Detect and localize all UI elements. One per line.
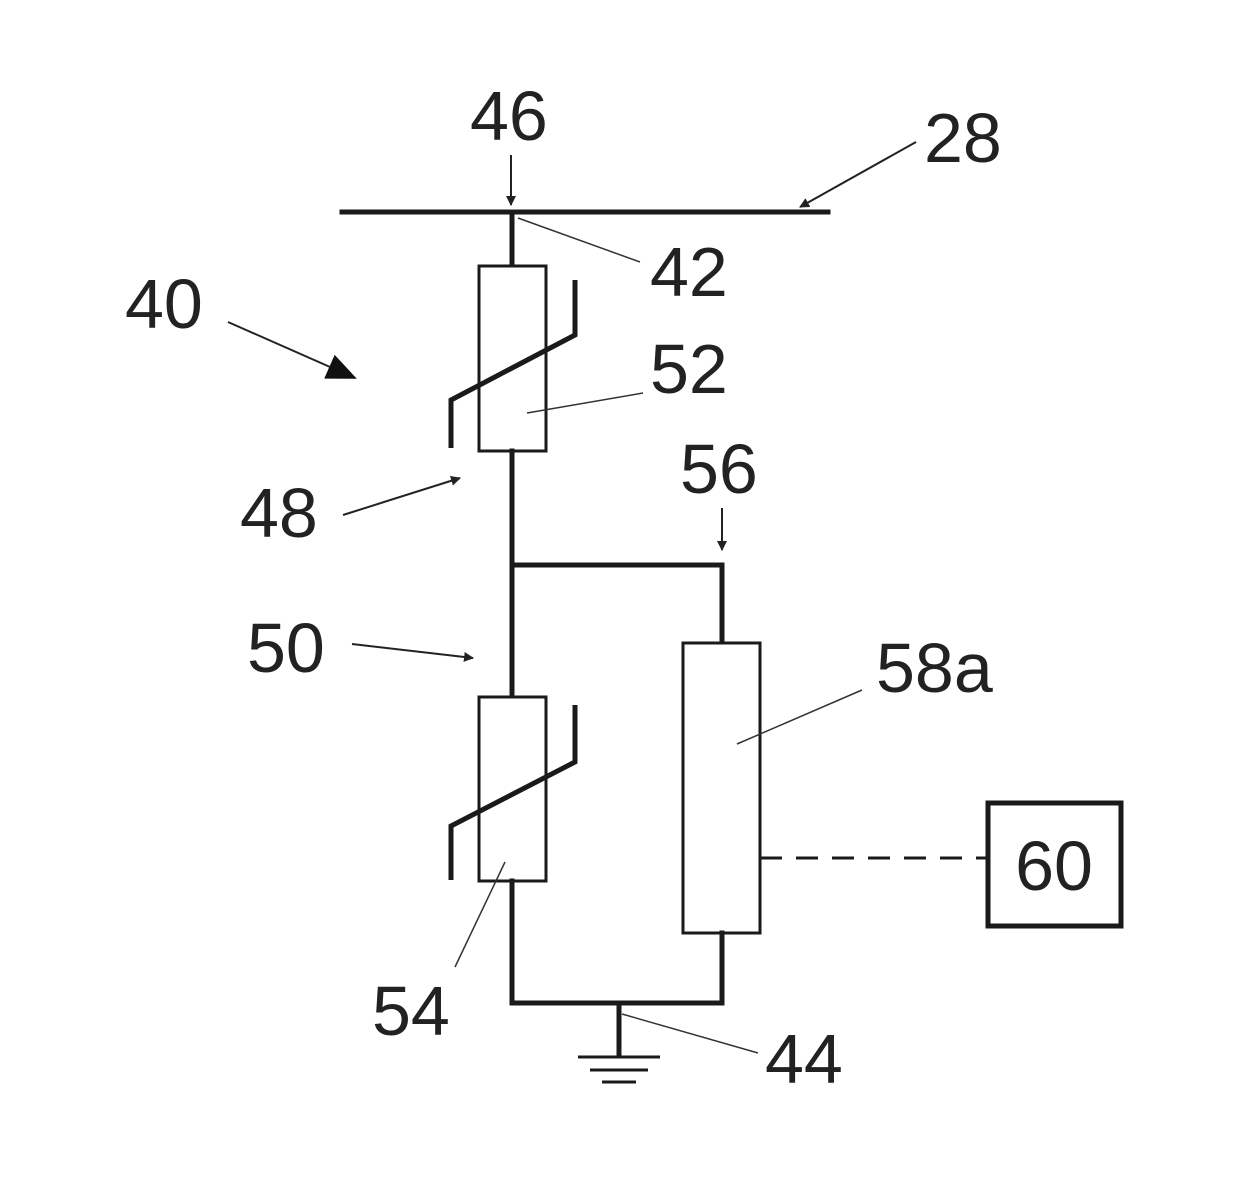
arrow-28 xyxy=(800,142,916,207)
label-54: 54 xyxy=(372,972,450,1050)
varistor-54 xyxy=(479,697,546,881)
label-56: 56 xyxy=(680,430,758,508)
varistor-52 xyxy=(479,266,546,451)
arrow-50 xyxy=(352,644,473,658)
wire-junction-right xyxy=(512,565,722,643)
arrow-48 xyxy=(343,478,460,515)
label-40: 40 xyxy=(125,265,203,343)
ground-icon xyxy=(578,1057,660,1082)
label-28: 28 xyxy=(924,99,1002,177)
label-46: 46 xyxy=(470,77,548,155)
label-44: 44 xyxy=(765,1020,843,1098)
arrow-40 xyxy=(228,322,355,378)
leader-44 xyxy=(622,1014,758,1053)
label-60: 60 xyxy=(1015,827,1093,905)
label-50: 50 xyxy=(247,609,325,687)
label-48: 48 xyxy=(240,474,318,552)
leader-42 xyxy=(518,218,640,262)
label-42: 42 xyxy=(650,233,728,311)
label-52: 52 xyxy=(650,330,728,408)
component-58a xyxy=(683,643,760,933)
label-58a: 58a xyxy=(876,629,993,707)
